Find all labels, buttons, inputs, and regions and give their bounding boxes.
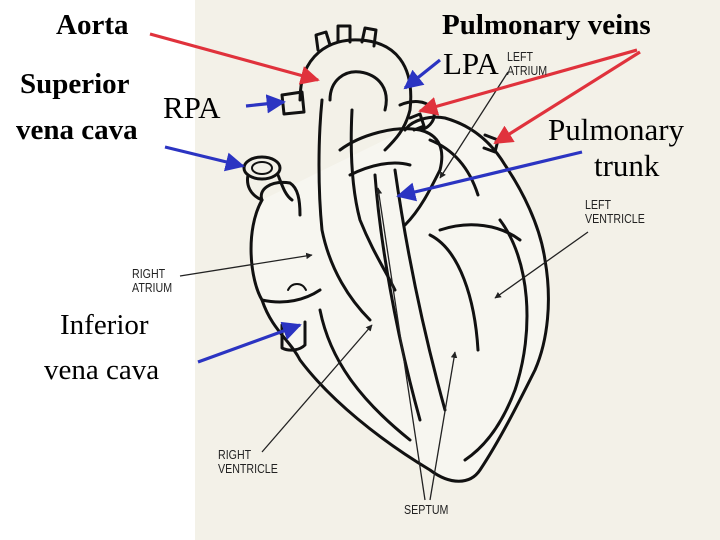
left-ventricle-printed-label: LEFT VENTRICLE: [585, 197, 645, 227]
heart-outline: [242, 24, 550, 483]
left-atrium-wall: [428, 138, 522, 242]
inferior-vena-cava-label-line1: Inferior: [60, 309, 149, 341]
rpa-label: RPA: [163, 90, 221, 125]
scanned-paper-background: [195, 0, 720, 540]
right-atrium-outline: [259, 180, 322, 304]
right-ventricle-printed-label: RIGHT VENTRICLE: [218, 447, 278, 477]
lpa-arrow: [403, 58, 441, 90]
superior-vena-cava-opening: [242, 155, 282, 181]
pulmonary-vein-stub: [482, 133, 500, 154]
left-atrium-printed-label: LEFT ATRIUM: [507, 49, 548, 79]
pulmonary-trunk-arrow: [396, 150, 583, 202]
pulmonary-vein-arrow-2: [493, 50, 641, 145]
red-arrows: [149, 32, 641, 145]
aorta-arrow: [149, 32, 320, 85]
lpa-label: LPA: [443, 46, 499, 81]
aortic-branches: [314, 24, 378, 52]
printed-pointers: [179, 71, 589, 501]
rpa-arrow: [245, 94, 286, 114]
superior-vena-cava-label-line2: vena cava: [16, 114, 138, 146]
inferior-vena-cava-arrow: [197, 321, 302, 364]
pulmonary-vein-arrow-1: [418, 48, 638, 116]
blue-arrows: [164, 58, 583, 364]
pulmonary-veins-label: Pulmonary veins: [442, 9, 651, 41]
pulmonary-trunk-label-line2: trunk: [594, 148, 660, 183]
septum-printed-label: SEPTUM: [404, 502, 449, 517]
pulmonary-trunk-label-line1: Pulmonary: [548, 112, 685, 147]
valve-detail: [287, 283, 307, 291]
aortic-arch: [298, 38, 413, 152]
aorta-label: Aorta: [56, 9, 129, 41]
right-atrium-printed-label: RIGHT ATRIUM: [132, 266, 173, 296]
superior-vena-cava-label-line1: Superior: [20, 68, 130, 100]
superior-vena-cava-arrow: [164, 145, 245, 172]
inferior-vena-cava: [280, 320, 307, 352]
left-ventricle-wall: [428, 218, 529, 462]
right-ventricle-wall: [318, 308, 412, 442]
inferior-vena-cava-label-line2: vena cava: [44, 354, 160, 386]
